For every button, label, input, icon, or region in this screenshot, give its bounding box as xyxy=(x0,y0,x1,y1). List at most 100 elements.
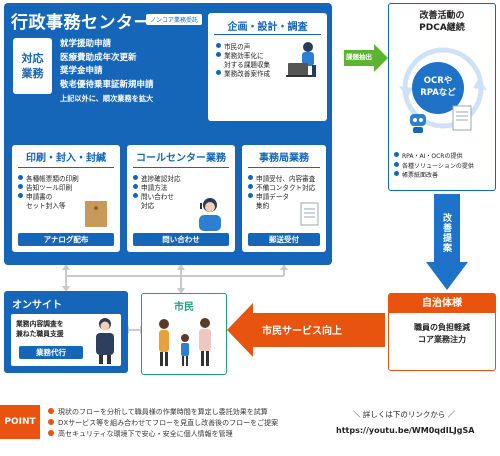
duty-label-line: 業務 xyxy=(21,67,44,80)
print-service-footer: アナログ配布 xyxy=(18,233,114,246)
print-item: 告知ツール印刷 xyxy=(26,184,73,192)
municipality-benefits: 職員の負担軽減 コア業務注力 xyxy=(389,322,495,346)
onsite-title: オンサイト xyxy=(12,300,62,311)
point-badge: POINT xyxy=(0,405,40,439)
pdca-item: RPA・AI・OCRの提供 xyxy=(402,153,463,160)
operator-icon xyxy=(199,198,221,231)
bullet-icon xyxy=(18,175,23,180)
pdca-title: 改善活動の PDCA継続 xyxy=(389,10,495,34)
document-icon xyxy=(452,105,472,131)
call-center-list: 進捗確認対応 申請方法 問い合わせ 対応 xyxy=(133,175,181,211)
bullet-icon xyxy=(394,171,399,176)
pdca-item: 各種ソリューションの提供 xyxy=(402,162,474,170)
person-laptop-icon xyxy=(286,42,316,77)
print-service-box: 印刷・封入・封緘 各種帳票類の印刷 告知ツール印刷 申請書の セット封入等 アナ… xyxy=(12,145,120,252)
onsite-line: 業務内容調査を xyxy=(16,320,64,328)
arrowhead xyxy=(62,264,70,270)
planning-list: 市民の声 業務効率化に 対する課題収集 業務改善案作成 xyxy=(216,43,270,79)
point-item: 現状のフローを分析して職員様の作業時間を算定し委託効果を試算 xyxy=(58,408,268,416)
issue-extraction-label: 課題抽出 xyxy=(346,53,372,61)
divider xyxy=(133,167,229,168)
robot-icon xyxy=(410,114,426,133)
planning-item: 業務改善案作成 xyxy=(224,70,271,78)
divider xyxy=(214,34,321,35)
bullet-icon xyxy=(248,175,253,180)
point-item: 高セキュリティな環境下で安心・安全に個人情報を管理 xyxy=(58,430,233,438)
bubble-line: RPAなど xyxy=(420,88,456,98)
citizen-service-arrow xyxy=(227,303,385,357)
video-link[interactable]: https://youtu.be/WM0qdILJgSA xyxy=(336,426,475,435)
print-service-title: 印刷・封入・封緘 xyxy=(26,153,106,164)
print-service-list: 各種帳票類の印刷 告知ツール印刷 申請書の セット封入等 xyxy=(18,175,79,211)
onsite-footer: 業務代行 xyxy=(19,346,83,359)
municipality-benefit: 職員の負担軽減 xyxy=(414,323,470,332)
document-icon xyxy=(300,202,319,226)
pdca-cycle-arrows xyxy=(399,47,487,129)
duty-note: 上記以外に、順次業務を拡大 xyxy=(60,94,154,103)
arrowhead xyxy=(62,286,70,292)
citizens-box: 市民 xyxy=(141,293,227,375)
pdca-panel: 改善活動の PDCA継続 OCRや RPAなど RPA・AI・OCRの提供 各種… xyxy=(388,3,496,191)
bullet-icon xyxy=(394,152,399,157)
point-item: DXサービス等を組み合わせてフローを見直し改善後のフローをご提案 xyxy=(58,419,279,427)
divider xyxy=(248,167,320,168)
call-item: 申請方法 xyxy=(141,184,168,192)
onsite-description: 業務内容調査を 兼ねた職員支援 xyxy=(16,320,64,339)
bullet-icon xyxy=(133,193,138,198)
pdca-title-line: 改善活動の xyxy=(419,11,465,21)
planning-box: 企画・設計・調査 市民の声 業務効率化に 対する課題収集 業務改善案作成 xyxy=(208,13,327,121)
staff-person-icon xyxy=(96,318,114,364)
bullet-icon xyxy=(48,419,54,425)
call-center-footer: 問い合わせ xyxy=(133,233,229,246)
duty-list: 就学援助申請 医療費助成年次更新 奨学金申請 敬老優待乗車証新規申請 上記以外に… xyxy=(60,38,154,106)
office-item: 不備コンタクト対応 xyxy=(256,184,316,192)
point-list: 現状のフローを分析して職員様の作業時間を算定し委託効果を試算 DXサービス等を組… xyxy=(48,407,278,440)
noncore-badge: ノンコア業務受託 xyxy=(146,14,203,25)
call-center-title: コールセンター業務 xyxy=(136,153,226,164)
call-center-box: コールセンター業務 進捗確認対応 申請方法 問い合わせ 対応 問い合わせ xyxy=(127,145,235,252)
pdca-list: RPA・AI・OCRの提供 各種ソリューションの提供 帳票紙面改善 xyxy=(394,152,474,181)
office-item: 申請受付、内容審査 xyxy=(256,175,316,183)
bullet-icon xyxy=(48,408,54,414)
bullet-icon xyxy=(248,184,253,189)
bullet-icon xyxy=(48,430,54,436)
center-title: 行政事務センター xyxy=(11,13,151,33)
arrowhead xyxy=(177,288,185,294)
print-item: セット封入等 xyxy=(26,202,66,210)
municipality-title: 自治体様 xyxy=(389,294,495,313)
planning-title: 企画・設計・調査 xyxy=(227,22,308,33)
ocr-rpa-bubble: OCRや RPAなど xyxy=(412,62,464,114)
issue-extraction-arrow xyxy=(344,44,388,72)
bullet-icon xyxy=(216,52,221,57)
bullet-icon xyxy=(133,175,138,180)
citizen-service-label: 市民サービス向上 xyxy=(262,326,342,337)
municipality-box: 自治体様 職員の負担軽減 コア業務注力 xyxy=(388,293,496,371)
office-item: 申請データ xyxy=(256,193,289,201)
duty-item: 敬老優待乗車証新規申請 xyxy=(60,79,154,90)
duty-label-box: 対応 業務 xyxy=(13,38,52,94)
bullet-icon xyxy=(216,70,221,75)
divider xyxy=(18,167,114,168)
improvement-proposal-label: 改善提案 xyxy=(441,213,451,253)
office-service-list: 申請受付、内容審査 不備コンタクト対応 申請データ 集約 xyxy=(248,175,315,211)
bullet-icon xyxy=(18,193,23,198)
onsite-box: オンサイト 業務内容調査を 兼ねた職員支援 業務代行 xyxy=(4,291,128,373)
office-service-title: 事務局業務 xyxy=(259,153,309,164)
planning-item: 業務効率化に xyxy=(224,52,264,60)
duty-item: 就学援助申請 xyxy=(60,39,112,49)
family-icon xyxy=(159,318,211,366)
print-item: 申請書の xyxy=(26,193,53,201)
link-heading: ＼ 詳しくは下のリンクから ／ xyxy=(353,410,456,419)
bullet-icon xyxy=(133,184,138,189)
improvement-proposal-arrow xyxy=(426,194,468,290)
bullet-icon xyxy=(394,161,399,167)
pdca-item: 帳票紙面改善 xyxy=(402,172,439,179)
duty-label-line: 対応 xyxy=(21,52,44,65)
call-item: 対応 xyxy=(141,202,155,210)
bullet-icon xyxy=(18,184,23,189)
print-item: 各種帳票類の印刷 xyxy=(26,175,79,183)
office-item: 集約 xyxy=(256,202,270,210)
onsite-content: 業務内容調査を 兼ねた職員支援 業務代行 xyxy=(11,314,121,366)
onsite-line: 兼ねた職員支援 xyxy=(16,329,64,338)
envelope-icon xyxy=(85,201,107,227)
